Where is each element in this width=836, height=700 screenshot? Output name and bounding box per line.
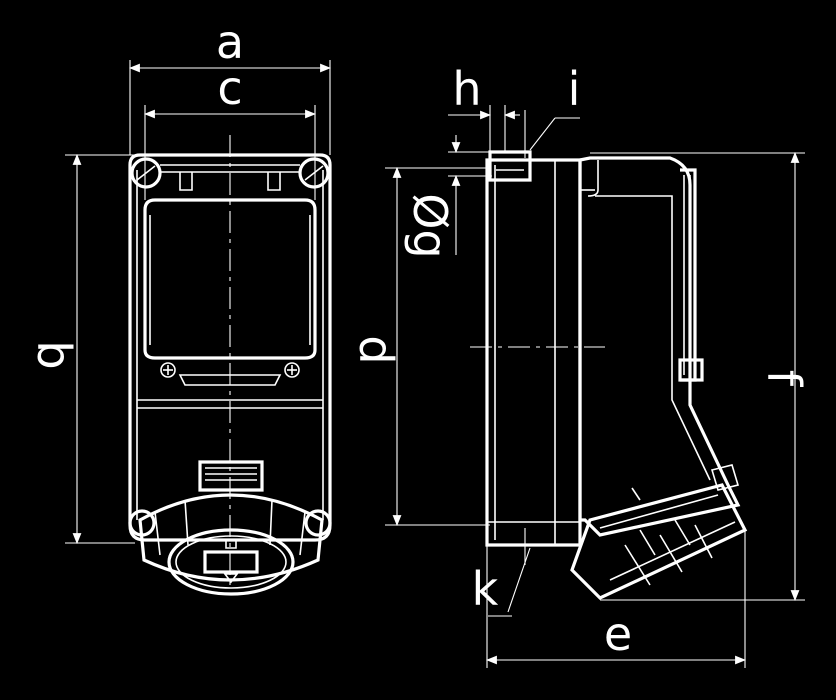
label-e: e bbox=[604, 607, 632, 661]
screw-bottom-right bbox=[304, 509, 332, 537]
label-c: c bbox=[217, 61, 242, 115]
side-back-box bbox=[485, 158, 582, 547]
front-hinge-bar bbox=[178, 374, 282, 386]
label-h: h bbox=[452, 62, 481, 116]
screw-top-right bbox=[298, 157, 330, 189]
side-hinge-knuckle bbox=[678, 358, 704, 382]
screw-mid-right bbox=[284, 362, 300, 378]
screw-mid-left bbox=[160, 362, 176, 378]
front-tab-right bbox=[267, 172, 281, 191]
front-tab-left bbox=[179, 172, 193, 191]
label-a: a bbox=[216, 15, 244, 69]
side-hinge-strip bbox=[680, 168, 697, 382]
socket-ring bbox=[138, 493, 324, 582]
side-socket-angled bbox=[570, 464, 748, 600]
socket-slot bbox=[203, 550, 259, 574]
label-k: k bbox=[472, 562, 499, 616]
label-f: f bbox=[757, 370, 811, 388]
socket-face bbox=[167, 528, 295, 596]
side-dimensions bbox=[385, 105, 805, 668]
side-mount-screw bbox=[488, 150, 532, 182]
label-d: d bbox=[349, 335, 403, 364]
front-lid-window bbox=[143, 198, 317, 360]
side-view bbox=[470, 150, 748, 600]
label-i: i bbox=[568, 62, 581, 116]
front-view bbox=[128, 135, 332, 596]
screw-top-left bbox=[130, 157, 162, 189]
label-g: Øg bbox=[403, 193, 457, 258]
front-body-inner-edges bbox=[136, 170, 324, 520]
front-latch bbox=[198, 460, 264, 492]
front-top-rim bbox=[160, 164, 300, 173]
label-b: b bbox=[27, 340, 81, 369]
front-dimensions bbox=[65, 60, 332, 545]
